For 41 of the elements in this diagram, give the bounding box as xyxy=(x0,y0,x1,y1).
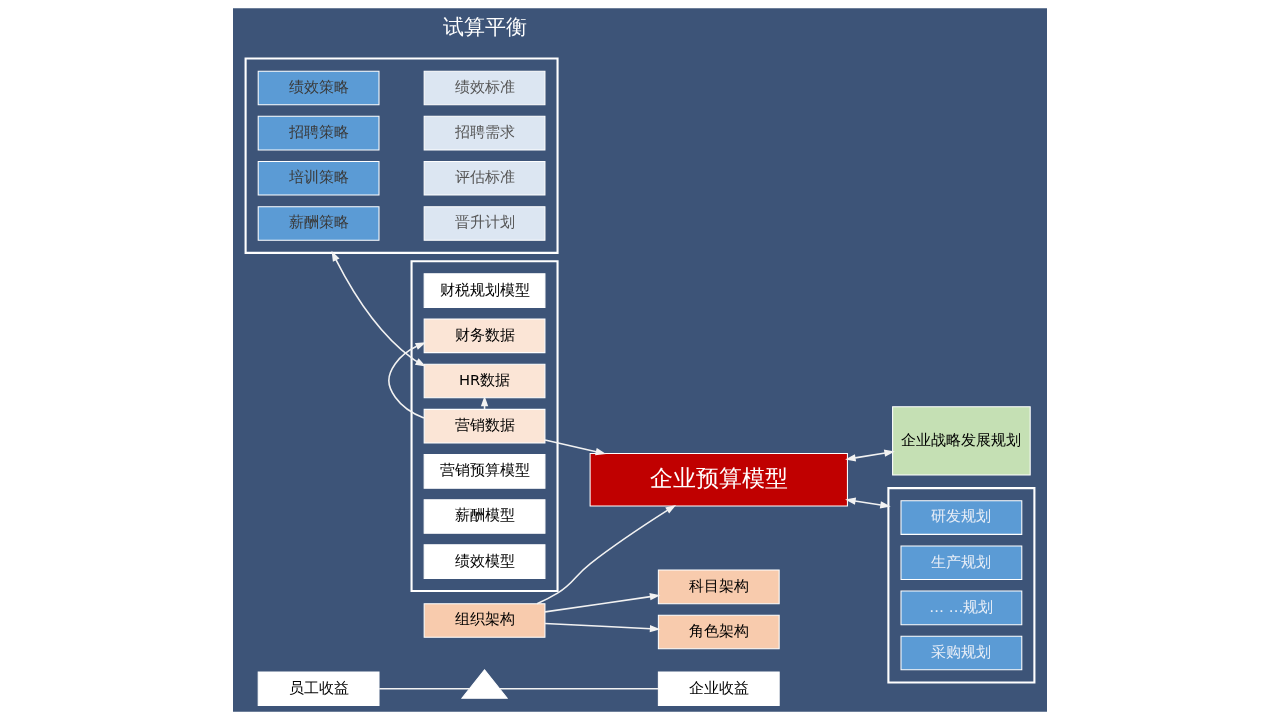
node-box: 财税规划模型 xyxy=(423,273,546,308)
node-box: 财务数据 xyxy=(423,318,546,354)
node-box: 薪酬策略 xyxy=(257,206,380,241)
arrow xyxy=(544,439,607,456)
node-box: 研发规划 xyxy=(900,500,1023,535)
node-box: 科目架构 xyxy=(657,569,780,605)
node-box: 采购规划 xyxy=(900,635,1023,671)
node-box: 绩效策略 xyxy=(257,70,380,106)
arrow xyxy=(536,504,677,605)
arrow xyxy=(388,342,427,419)
node-box: 企业预算模型 xyxy=(589,452,848,507)
arrow xyxy=(845,497,891,509)
node-box: 绩效模型 xyxy=(423,544,546,579)
node-box: 晋升计划 xyxy=(423,206,546,241)
node-box: 企业收益 xyxy=(657,671,780,707)
node-box: 企业战略发展规划 xyxy=(892,406,1031,476)
node-box: 组织架构 xyxy=(423,603,546,638)
node-box: 员工收益 xyxy=(257,671,380,707)
node-box: 绩效标准 xyxy=(423,70,546,106)
arrow xyxy=(845,449,895,462)
node-box: 营销数据 xyxy=(423,408,546,444)
cluster xyxy=(244,57,559,254)
connector xyxy=(378,687,471,690)
arrow xyxy=(544,622,661,633)
cluster xyxy=(887,487,1036,684)
node-box: 培训策略 xyxy=(257,160,380,196)
label: 试算平衡 xyxy=(442,15,527,40)
arrow xyxy=(544,593,661,613)
node-box: 评估标准 xyxy=(423,160,546,196)
node-box: 角色架构 xyxy=(657,614,780,650)
node-box: 招聘策略 xyxy=(257,115,380,151)
node-box: 营销预算模型 xyxy=(423,454,546,489)
node-box: 薪酬模型 xyxy=(423,499,546,534)
node-box: 生产规划 xyxy=(900,545,1023,581)
node-box: HR数据 xyxy=(423,363,546,399)
cluster xyxy=(410,260,559,593)
node-box: 招聘需求 xyxy=(423,115,546,151)
connector xyxy=(498,687,659,690)
node-box: … …规划 xyxy=(900,590,1023,626)
node-triangle xyxy=(460,669,509,699)
arrow xyxy=(331,250,426,367)
